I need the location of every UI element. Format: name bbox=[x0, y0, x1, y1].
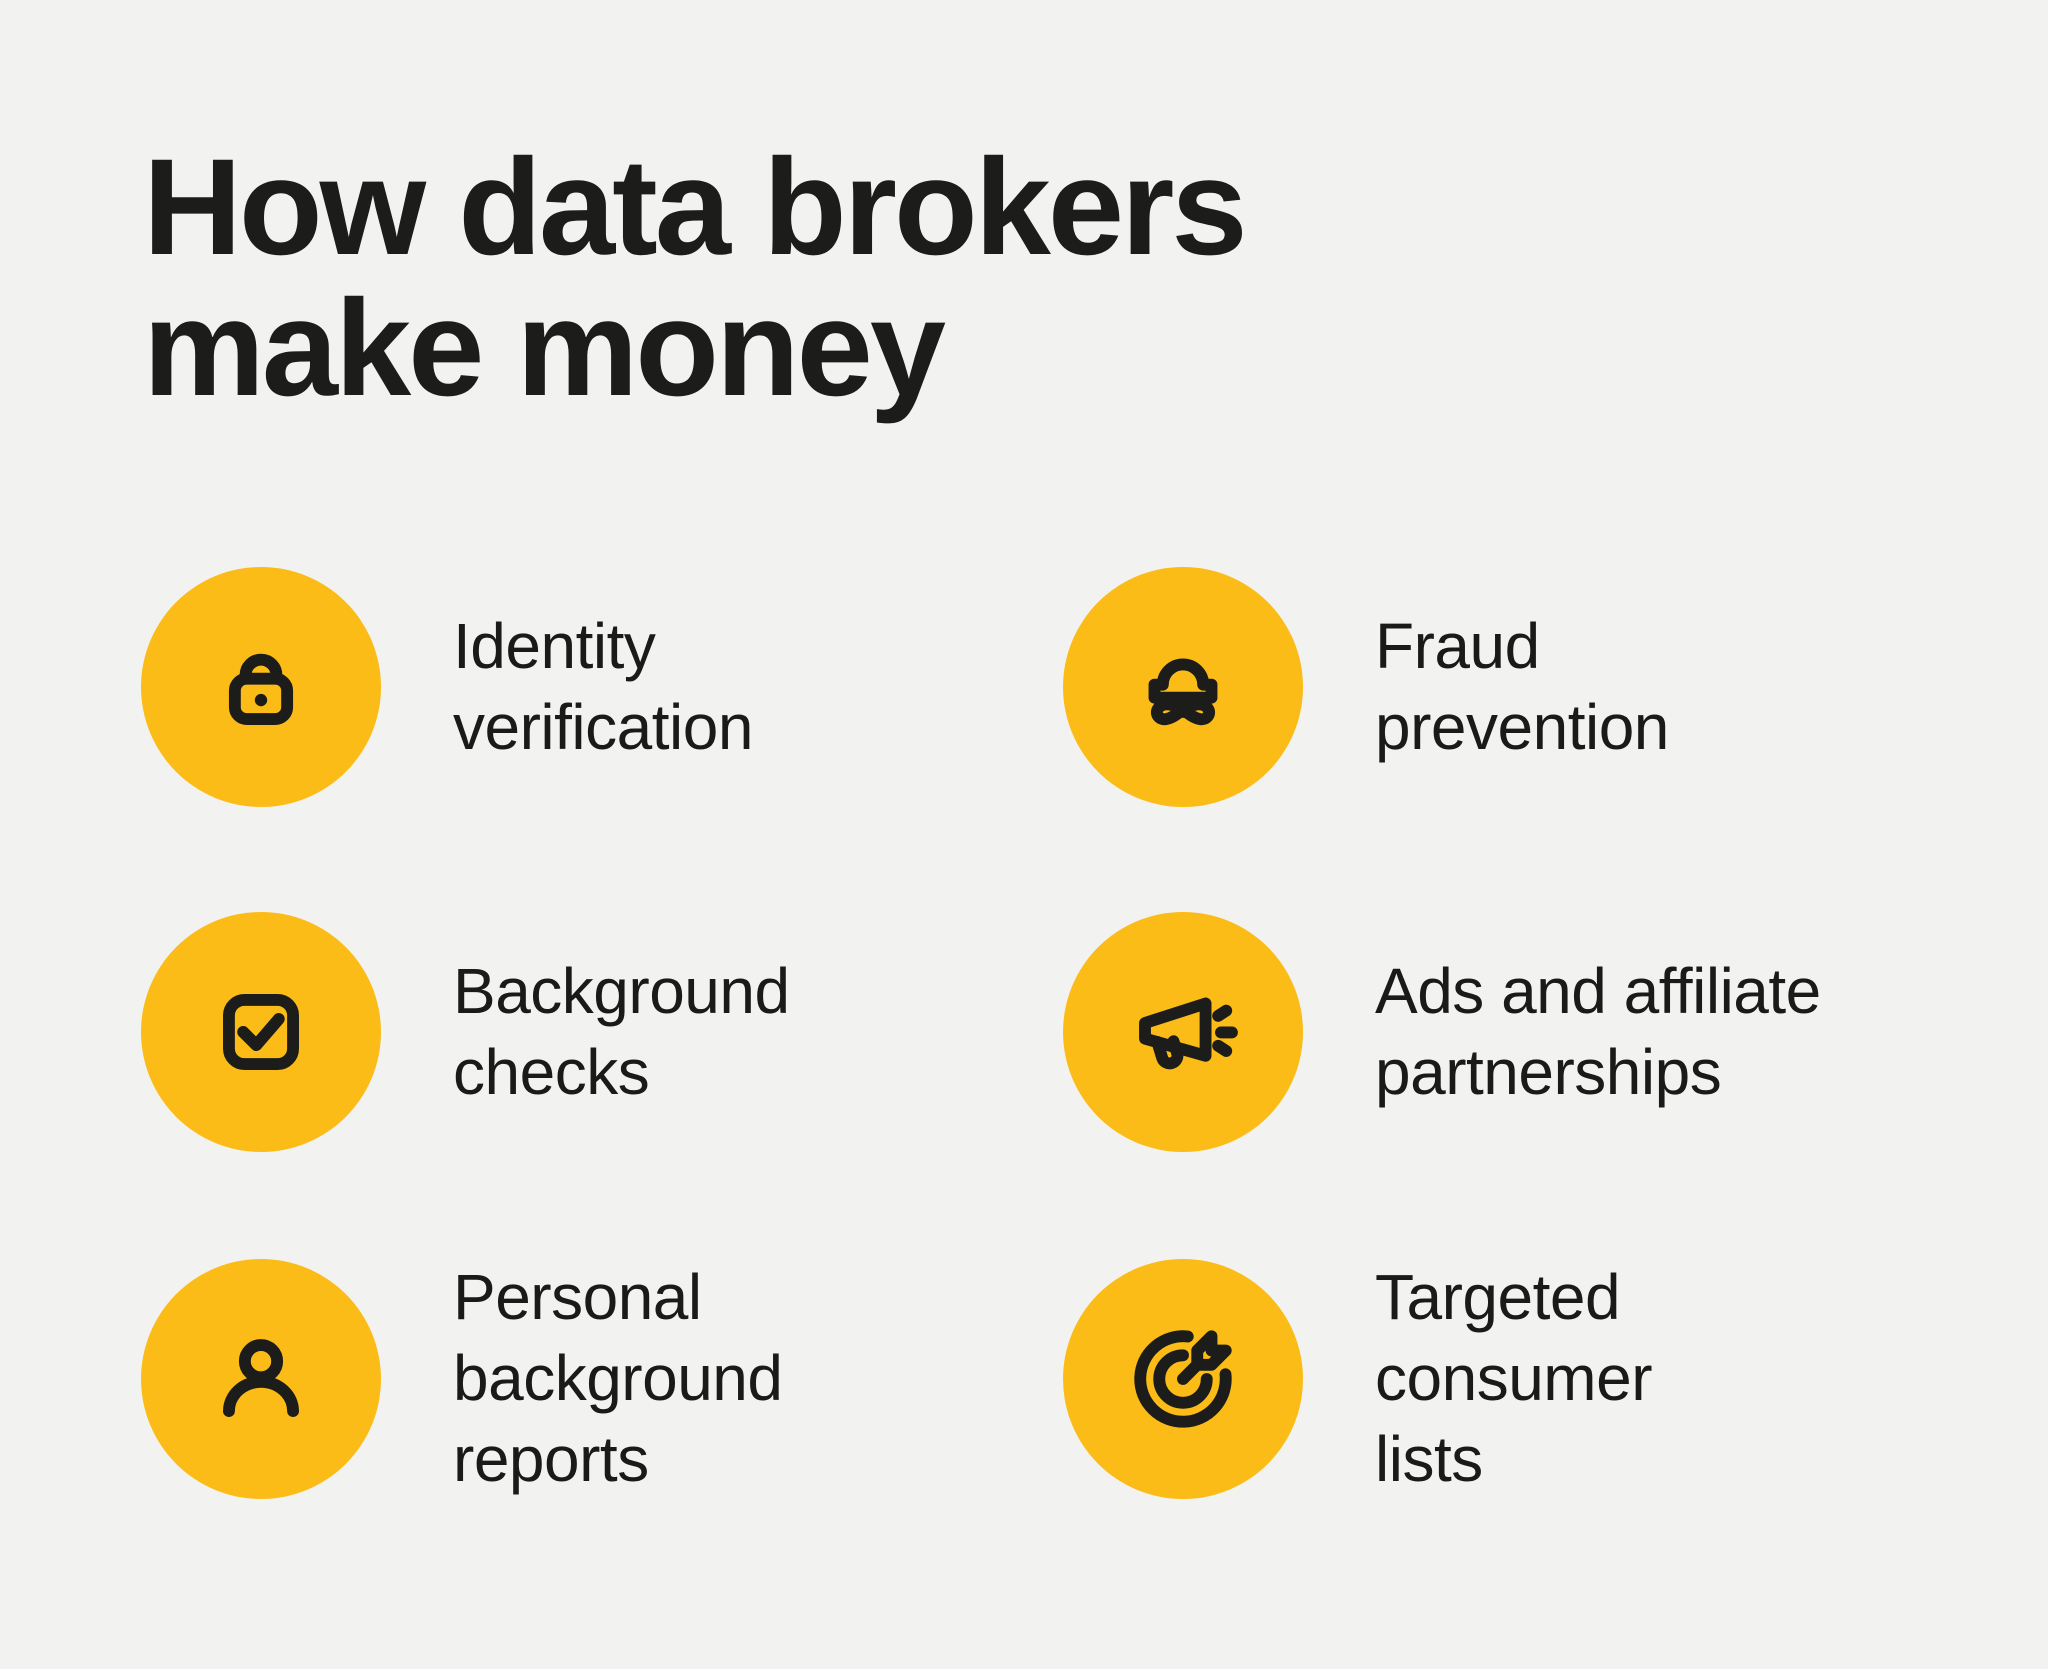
burglar-icon bbox=[1148, 658, 1218, 726]
item-badge bbox=[141, 912, 381, 1152]
target-icon bbox=[1134, 1329, 1232, 1428]
item-background-checks: Background checks bbox=[141, 912, 1063, 1152]
item-badge bbox=[141, 567, 381, 807]
item-badge bbox=[141, 1258, 381, 1499]
item-fraud-prevention: Fraud prevention bbox=[1063, 567, 1821, 807]
item-label: Identity verification bbox=[453, 610, 753, 763]
item-ads-affiliate: Ads and affiliate partnerships bbox=[1063, 912, 1821, 1152]
item-badge bbox=[1063, 912, 1303, 1152]
item-identity-verification: Identity verification bbox=[141, 567, 1063, 807]
item-badge bbox=[1063, 1258, 1303, 1499]
item-personal-reports: Personal background reports bbox=[141, 1257, 1063, 1500]
item-badge bbox=[1063, 567, 1303, 807]
person-icon bbox=[223, 1338, 299, 1417]
page-title: How data brokers make money bbox=[143, 131, 1248, 425]
item-label: Background checks bbox=[453, 955, 790, 1108]
checkbox-icon bbox=[223, 994, 299, 1070]
item-label: Fraud prevention bbox=[1375, 610, 1669, 763]
item-targeted-lists: Targeted consumer lists bbox=[1063, 1257, 1821, 1500]
item-label: Ads and affiliate partnerships bbox=[1375, 955, 1821, 1108]
item-label: Targeted consumer lists bbox=[1375, 1261, 1653, 1495]
lock-icon bbox=[228, 653, 294, 725]
megaphone-icon bbox=[1139, 997, 1238, 1070]
benefits-grid: Identity verification Fraud prevention B… bbox=[141, 567, 1821, 1500]
item-label: Personal background reports bbox=[453, 1261, 783, 1495]
